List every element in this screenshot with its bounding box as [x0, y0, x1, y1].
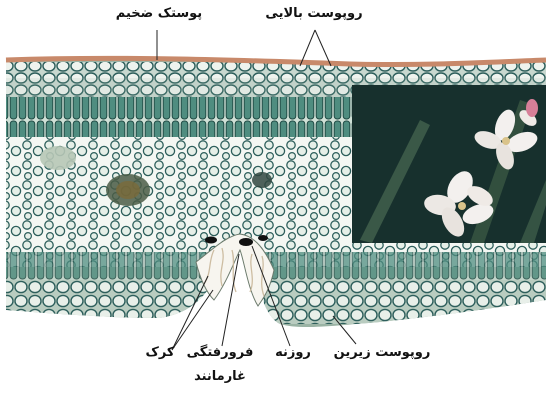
- label-thick-cuticle: پوستک ضخیم: [112, 6, 206, 21]
- label-lower-epidermis: روپوست زیرین: [326, 345, 438, 360]
- label-sunken-pit-line2: غارمانند: [182, 369, 258, 384]
- oleander-flower-photo: [352, 85, 546, 243]
- label-stoma: روزنه: [264, 345, 322, 360]
- flower-bud: [526, 99, 538, 117]
- label-upper-epidermis: روپوست بالایی: [258, 6, 370, 21]
- label-hairs: کرک: [138, 345, 182, 360]
- label-sunken-pit-line1: فرورفتگی: [182, 345, 258, 360]
